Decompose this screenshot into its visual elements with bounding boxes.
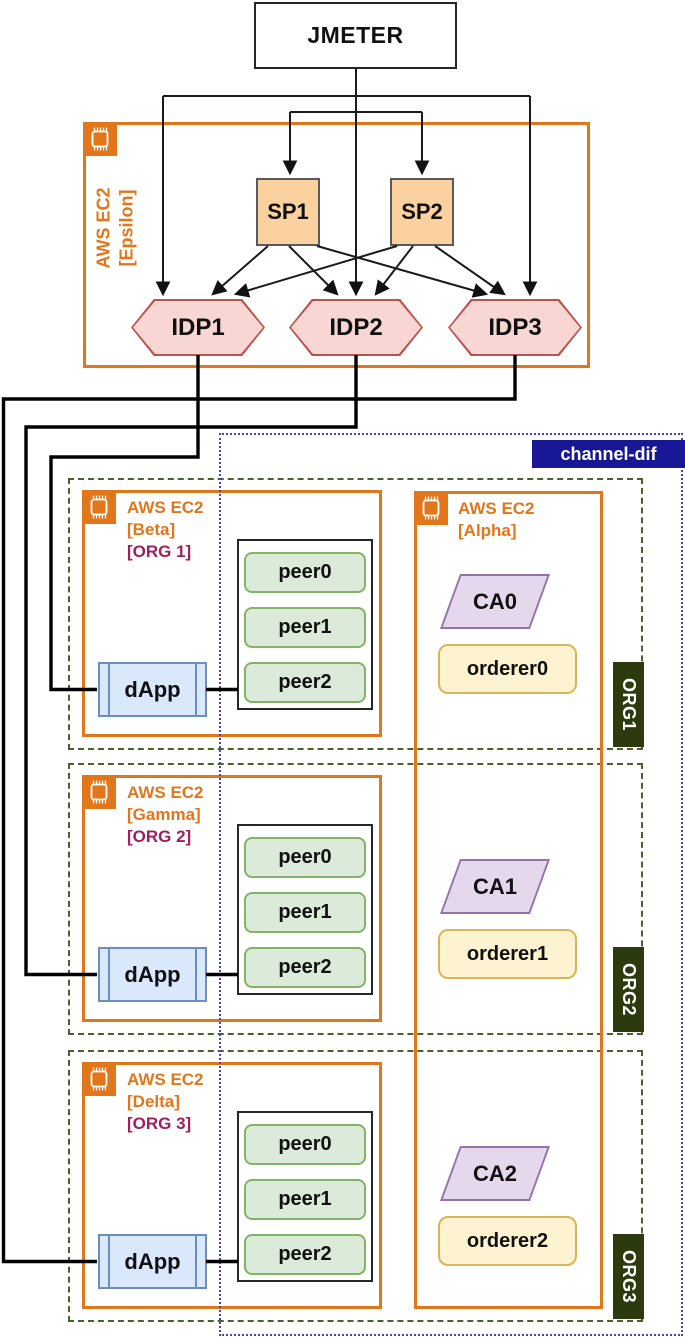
jmeter-label: JMETER — [307, 22, 404, 48]
ec2-chip-icon — [422, 496, 440, 520]
org3-orderer-node: orderer2 — [438, 1216, 577, 1266]
org2-orderer-node: orderer1 — [438, 929, 577, 979]
org1-orderer-node: orderer0 — [438, 644, 577, 694]
org2-dapp-label: dApp — [124, 961, 181, 987]
org3-peer2-label: peer2 — [278, 1243, 332, 1265]
org3-dapp-node: dApp — [98, 1234, 207, 1289]
ec2-chip-icon — [90, 780, 108, 804]
sp1-node: SP1 — [256, 178, 320, 246]
org3-orderer-label: orderer2 — [466, 1229, 549, 1252]
ec2-chip-badge — [414, 491, 448, 525]
org2-badge-label: ORG2 — [619, 962, 640, 1017]
org3-dapp-label: dApp — [124, 1248, 181, 1274]
org3-ca-node: CA2 — [439, 1146, 551, 1201]
org1-peer2-label: peer2 — [278, 671, 332, 693]
sp2-label: SP2 — [401, 199, 443, 224]
epsilon-host-line2: [Epsilon] — [117, 189, 137, 267]
idp2-label: IDP2 — [329, 313, 383, 341]
org2-host-line2: [Gamma] — [127, 805, 201, 824]
org2-peer2-label: peer2 — [278, 956, 332, 978]
org1-peer1-node: peer1 — [244, 607, 366, 648]
idp2-node: IDP2 — [289, 299, 423, 356]
org3-peer1-label: peer1 — [278, 1188, 332, 1210]
org3-badge: ORG3 — [613, 1234, 644, 1319]
ec2-chip-badge — [82, 490, 116, 524]
org3-peer0-label: peer0 — [278, 1133, 332, 1155]
ec2-chip-badge — [82, 775, 116, 809]
epsilon-host-label: AWS EC2 [Epsilon] — [60, 166, 172, 290]
org1-badge: ORG1 — [613, 662, 644, 747]
org1-host-line1: AWS EC2 — [127, 498, 204, 517]
ec2-chip-badge — [83, 122, 117, 156]
org1-ca-node: CA0 — [439, 574, 551, 629]
org1-peer2-node: peer2 — [244, 662, 366, 703]
org2-peer1-label: peer1 — [278, 901, 332, 923]
org3-peer0-node: peer0 — [244, 1124, 366, 1165]
channel-label-text: channel-dif — [560, 443, 657, 464]
org1-peer1-label: peer1 — [278, 616, 332, 638]
org2-peer0-label: peer0 — [278, 846, 332, 868]
org2-orderer-label: orderer1 — [466, 942, 549, 965]
org2-ca-label: CA1 — [472, 873, 517, 899]
org2-peer1-node: peer1 — [244, 892, 366, 933]
idp1-node: IDP1 — [131, 299, 265, 356]
org3-peer1-node: peer1 — [244, 1179, 366, 1220]
idp1-label: IDP1 — [171, 313, 225, 341]
org1-peer0-node: peer0 — [244, 552, 366, 593]
org1-orderer-label: orderer0 — [466, 657, 549, 680]
org1-ca-label: CA0 — [472, 588, 517, 614]
org3-ca-label: CA2 — [472, 1160, 517, 1186]
org3-host-line2: [Delta] — [127, 1092, 180, 1111]
org2-peer2-node: peer2 — [244, 947, 366, 988]
ec2-chip-icon — [90, 495, 108, 519]
org1-dapp-node: dApp — [98, 662, 207, 717]
org3-host-line1: AWS EC2 — [127, 1070, 204, 1089]
ec2-chip-icon — [90, 1067, 108, 1091]
epsilon-host-line1: AWS EC2 — [94, 187, 114, 269]
org1-peer0-label: peer0 — [278, 561, 332, 583]
org1-host-line2: [Beta] — [127, 520, 176, 539]
org2-ca-node: CA1 — [439, 859, 551, 914]
ec2-chip-icon — [91, 127, 109, 151]
jmeter-node: JMETER — [254, 2, 457, 69]
org2-host-line1: AWS EC2 — [127, 783, 204, 802]
org3-badge-label: ORG3 — [619, 1249, 640, 1304]
ec2-chip-badge — [82, 1062, 116, 1096]
org2-dapp-node: dApp — [98, 947, 207, 1002]
channel-label: channel-dif — [532, 440, 685, 468]
idp3-label: IDP3 — [488, 313, 542, 341]
org1-badge-label: ORG1 — [619, 677, 640, 732]
sp1-label: SP1 — [267, 199, 309, 224]
org2-badge: ORG2 — [613, 947, 644, 1032]
org2-peer0-node: peer0 — [244, 837, 366, 878]
idp3-node: IDP3 — [448, 299, 582, 356]
org1-dapp-label: dApp — [124, 676, 181, 702]
org3-peer2-node: peer2 — [244, 1234, 366, 1275]
sp2-node: SP2 — [390, 178, 454, 246]
